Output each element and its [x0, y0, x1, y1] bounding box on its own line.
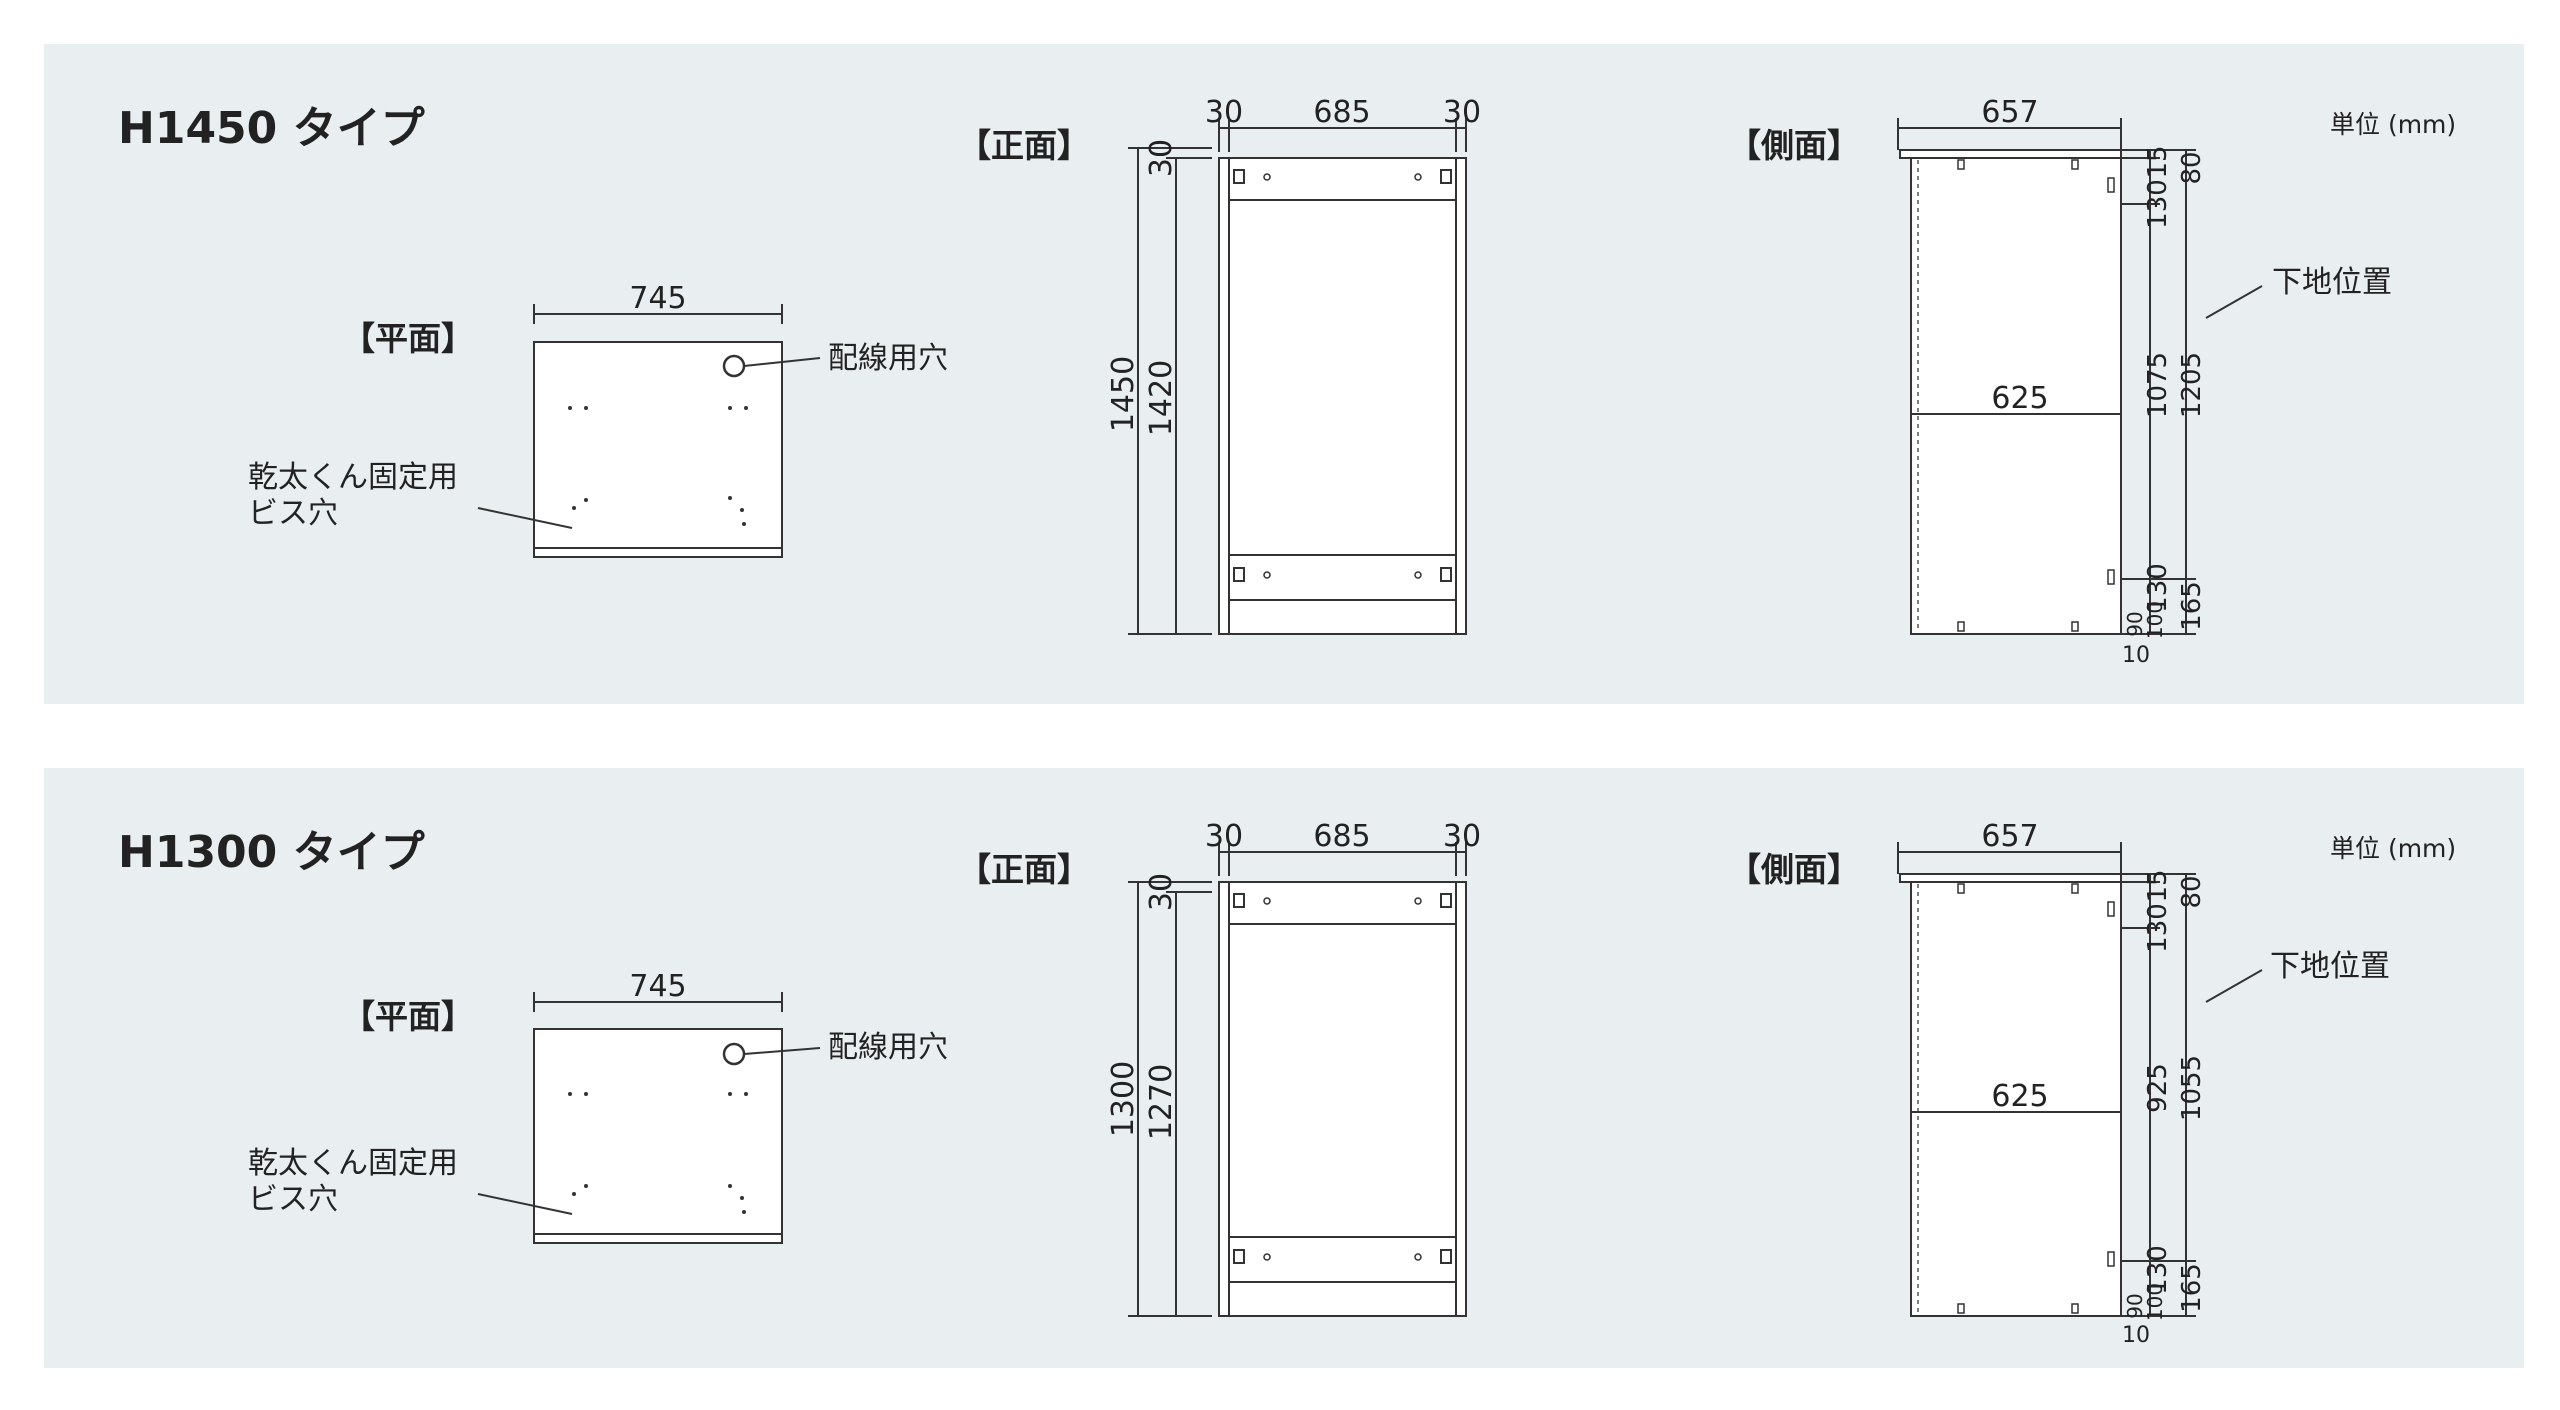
front-dim-total: 1450	[1106, 356, 1141, 432]
unit-label: 単位 (mm)	[2330, 110, 2456, 139]
side-rd-15: 15	[2143, 869, 2173, 902]
side-rd-mid: 1075	[2143, 352, 2173, 418]
screw-label-line2: ビス穴	[248, 496, 338, 531]
side-rd-10: 10	[2122, 1323, 2150, 1348]
front-dim-total: 1300	[1106, 1061, 1141, 1137]
side-view: 【側面】 657 625 15 80 130	[1728, 819, 2390, 1348]
front-section-label: 【正面】	[958, 850, 1090, 889]
front-dim-left: 30	[1205, 819, 1243, 854]
side-cabinet	[1910, 157, 2122, 635]
plan-view: 【平面】 745 配線用穴 乾太くん固定用 ビス穴	[248, 281, 948, 558]
plan-top-board	[533, 1028, 783, 1244]
side-rd-130-top: 130	[2143, 179, 2173, 229]
side-rd-130-bottom: 130	[2143, 1245, 2173, 1295]
side-section-label: 【側面】	[1728, 850, 1860, 889]
front-cabinet	[1218, 157, 1467, 635]
side-rd-100: 100	[2143, 1283, 2167, 1321]
side-rd-80: 80	[2177, 151, 2207, 184]
screw-holes	[568, 1092, 748, 1214]
type-title: H1450 タイプ	[118, 103, 425, 154]
side-rd-130-top: 130	[2143, 903, 2173, 953]
cable-hole	[722, 354, 746, 378]
front-dim-top: 30	[1144, 139, 1179, 177]
base-position-label: 下地位置	[2270, 949, 2390, 984]
cable-hole-label: 配線用穴	[828, 341, 948, 376]
side-rd-total: 1205	[2177, 352, 2207, 418]
side-dim-depth: 625	[1991, 381, 2048, 416]
side-cabinet	[1910, 881, 2122, 1317]
plan-view: 【平面】 745 配線用穴 乾太くん固定用 ビス穴	[248, 969, 948, 1244]
front-dim-mid: 685	[1313, 819, 1370, 854]
front-dim-inner: 1420	[1144, 360, 1179, 436]
plan-top-board	[533, 341, 783, 558]
front-view: 【正面】 30 685 30 30 1300 1270	[958, 819, 1481, 1317]
cable-hole-label: 配線用穴	[828, 1030, 948, 1065]
screw-holes	[568, 406, 748, 526]
front-view: 【正面】 30 685 30 30 1450 1420	[958, 95, 1481, 635]
plan-section-label: 【平面】	[342, 997, 474, 1036]
side-rd-90: 90	[2123, 611, 2147, 636]
front-cabinet	[1218, 881, 1467, 1317]
front-dim-right: 30	[1443, 95, 1481, 130]
screw-label-line2: ビス穴	[248, 1182, 338, 1217]
side-view: 【側面】 657 625 15 80 130	[1728, 95, 2392, 668]
front-dim-right: 30	[1443, 819, 1481, 854]
screw-label-line1: 乾太くん固定用	[248, 460, 458, 495]
front-section-label: 【正面】	[958, 126, 1090, 165]
side-rd-130-bottom: 130	[2143, 563, 2173, 613]
plan-width-dim: 745	[629, 969, 686, 1004]
side-rd-15: 15	[2143, 145, 2173, 178]
side-rd-90: 90	[2123, 1293, 2147, 1318]
side-section-label: 【側面】	[1728, 126, 1860, 165]
base-position-label: 下地位置	[2272, 265, 2392, 300]
side-rd-10: 10	[2122, 643, 2150, 668]
side-rd-165: 165	[2177, 581, 2207, 631]
screw-label-line1: 乾太くん固定用	[248, 1146, 458, 1181]
unit-label: 単位 (mm)	[2330, 834, 2456, 863]
plan-section-label: 【平面】	[342, 319, 474, 358]
front-dim-left: 30	[1205, 95, 1243, 130]
front-dim-top: 30	[1144, 873, 1179, 911]
side-rd-mid: 925	[2143, 1063, 2173, 1113]
side-dim-width: 657	[1981, 819, 2038, 854]
front-dim-mid: 685	[1313, 95, 1370, 130]
side-rd-total: 1055	[2177, 1055, 2207, 1121]
side-rd-165: 165	[2177, 1263, 2207, 1313]
panel-h1450: H1450 タイプ 単位 (mm) 【平面】 745 配線用穴 乾太くん固定用 …	[44, 44, 2524, 704]
side-dim-depth: 625	[1991, 1079, 2048, 1114]
type-title: H1300 タイプ	[118, 827, 425, 878]
panel-h1300: H1300 タイプ 単位 (mm) 【平面】 745 配線用穴 乾太くん固定用 …	[44, 768, 2524, 1368]
plan-width-dim: 745	[629, 281, 686, 316]
side-dim-width: 657	[1981, 95, 2038, 130]
front-dim-inner: 1270	[1144, 1064, 1179, 1140]
side-rd-80: 80	[2177, 875, 2207, 908]
cable-hole	[722, 1042, 746, 1066]
side-rd-100: 100	[2143, 601, 2167, 639]
